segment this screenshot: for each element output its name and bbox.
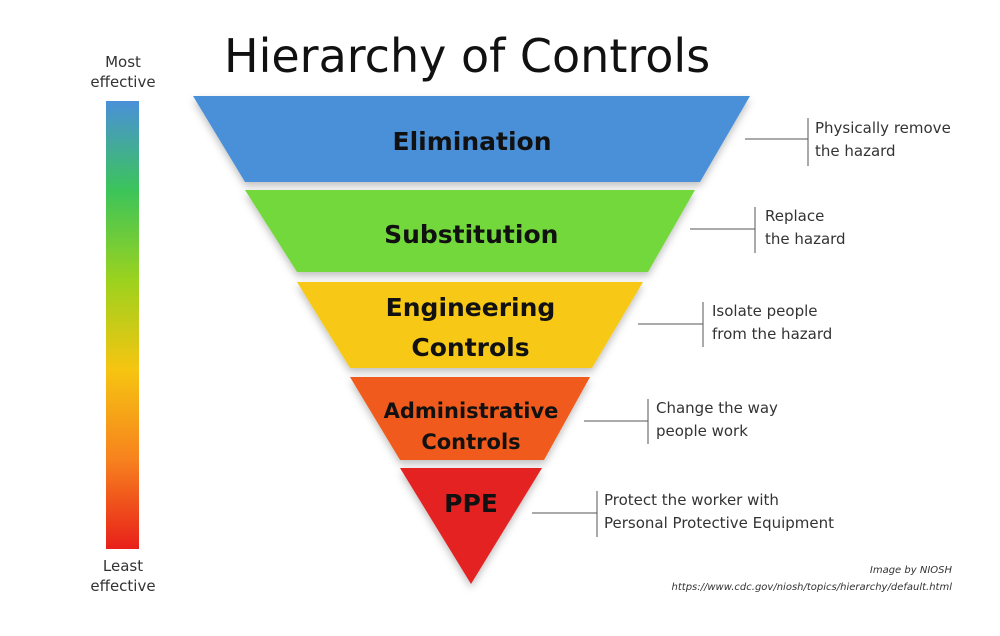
least-effective-label: Least effective <box>78 556 168 596</box>
level-label-engineering-controls-line-1: Engineering <box>386 293 556 322</box>
description-administrative-controls-line-2: people work <box>656 422 748 440</box>
credit-source: Image by NIOSH <box>869 565 952 576</box>
level-label-ppe-line-1: PPE <box>444 489 498 518</box>
description-ppe-line-1: Protect the worker with <box>604 491 779 509</box>
description-administrative-controls-line-1: Change the way <box>656 399 778 417</box>
level-label-substitution-line-1: Substitution <box>384 220 558 249</box>
description-engineering-controls: Isolate people from the hazard <box>712 300 832 346</box>
most-effective-label: Most effective <box>78 52 168 92</box>
description-administrative-controls: Change the way people work <box>656 397 778 443</box>
least-effective-label-line-1: Least <box>102 557 144 575</box>
level-label-administrative-controls-line-1: Administrative <box>384 399 559 423</box>
image-credit: Image by NIOSH https://www.cdc.gov/niosh… <box>672 562 952 596</box>
description-elimination-line-1: Physically remove <box>815 119 951 137</box>
level-label-elimination-line-1: Elimination <box>393 127 552 156</box>
level-band-administrative-controls <box>350 377 590 460</box>
description-engineering-controls-line-1: Isolate people <box>712 302 818 320</box>
level-band-engineering-controls <box>297 282 643 368</box>
level-label-engineering-controls-line-2: Controls <box>411 333 529 362</box>
page-title: Hierarchy of Controls <box>224 29 711 83</box>
level-band-substitution <box>245 190 695 272</box>
description-substitution-line-1: Replace <box>765 207 825 225</box>
level-band-elimination <box>193 96 750 182</box>
description-engineering-controls-line-2: from the hazard <box>712 325 833 343</box>
description-substitution-line-2: the hazard <box>765 230 846 248</box>
level-label-administrative-controls-line-2: Controls <box>421 430 520 454</box>
credit-url: https://www.cdc.gov/niosh/topics/hierarc… <box>671 582 952 593</box>
description-elimination: Physically remove the hazard <box>815 117 951 163</box>
level-band-ppe <box>400 468 542 584</box>
description-substitution: Replace the hazard <box>765 205 846 251</box>
most-effective-label-line-1: Most <box>105 53 141 71</box>
effectiveness-gradient-bar <box>106 101 139 549</box>
most-effective-label-line-2: effective <box>90 73 156 91</box>
description-elimination-line-2: the hazard <box>815 142 896 160</box>
least-effective-label-line-2: effective <box>90 577 156 595</box>
description-ppe-line-2: Personal Protective Equipment <box>604 514 835 532</box>
